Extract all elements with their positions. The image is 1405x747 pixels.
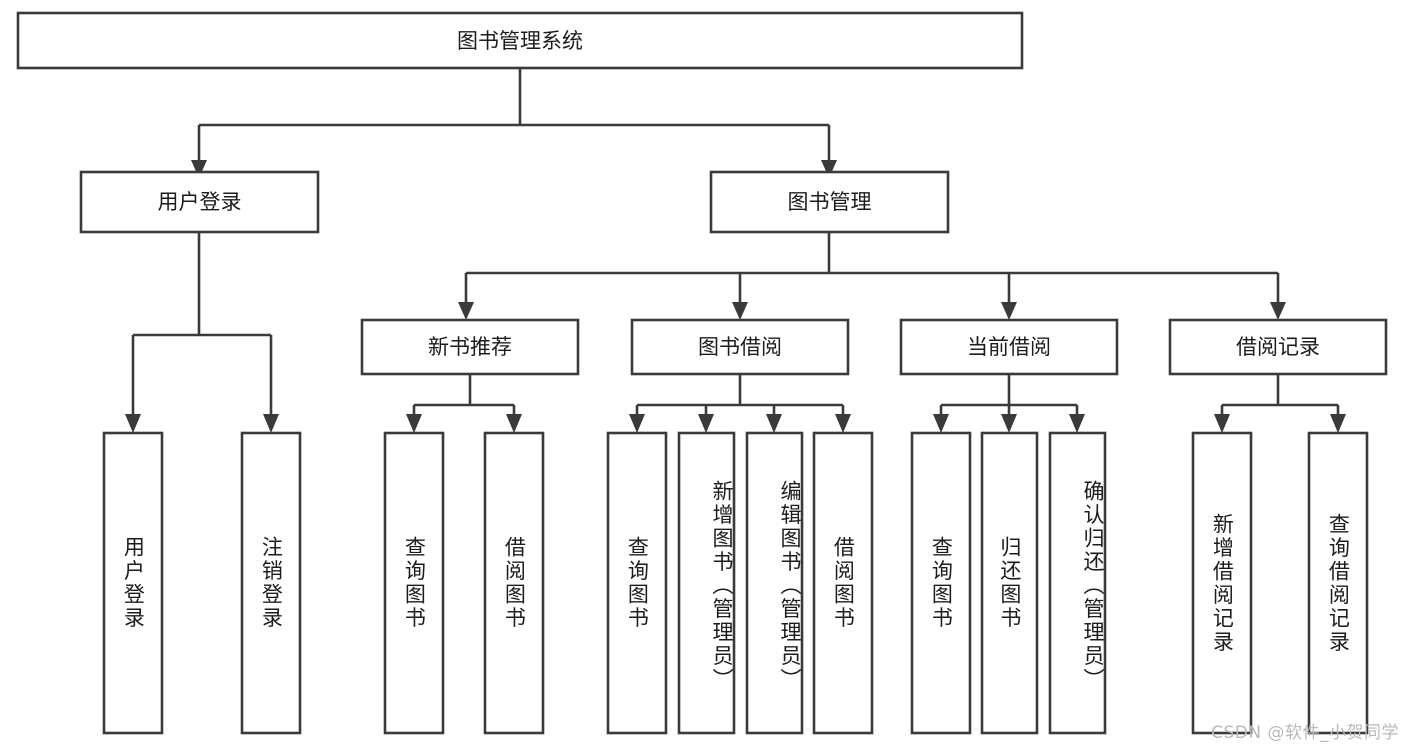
arrow-user-login-leaf-1 [125, 414, 141, 433]
node-leaf-box[interactable] [1191, 431, 1253, 735]
node-leaf-box[interactable] [980, 431, 1039, 735]
node-leaf-box[interactable] [812, 431, 874, 735]
node-user-login-box[interactable] [79, 170, 320, 234]
node-book-mgmt-label: 图书管理 [788, 190, 872, 214]
arrow-book-borrow-leaf-4 [835, 414, 851, 433]
node-book-mgmt-box[interactable] [709, 170, 950, 234]
arrow-book-borrow-leaf-2 [698, 414, 714, 433]
node-leaf-box[interactable] [483, 431, 545, 735]
csdn-watermark: CSDN @软件_小贺同学 [1211, 723, 1399, 743]
node-user-login-label: 用户登录 [158, 190, 242, 214]
arrow-current-borrow-leaf-2 [1001, 414, 1017, 433]
connector-layer [125, 68, 1346, 433]
arrow-current-borrow-leaf-3 [1069, 414, 1085, 433]
arrow-to-user-login [191, 160, 207, 178]
arrow-user-login-leaf-2 [263, 414, 279, 433]
node-leaf-box[interactable] [1307, 431, 1369, 735]
arrow-borrow-record-leaf-2 [1330, 414, 1346, 433]
arrow-to-new-book [458, 302, 474, 320]
node-root-label: 图书管理系统 [457, 29, 583, 53]
node-leaf-box[interactable] [383, 431, 445, 735]
arrow-to-book-borrow [732, 302, 748, 320]
node-borrow-record-box[interactable] [1168, 318, 1388, 376]
node-layer: 图书管理系统 用户登录 图书管理 新书推荐 图书借阅 当前借阅 借阅记录 [16, 11, 1388, 735]
arrow-book-borrow-leaf-1 [629, 414, 645, 433]
node-new-book-box[interactable] [360, 318, 580, 376]
arrow-new-book-leaf-1 [406, 414, 422, 433]
node-leaf-box[interactable] [240, 431, 302, 735]
node-leaf-box[interactable] [677, 431, 736, 735]
arrow-to-current-borrow [1001, 302, 1017, 320]
node-leaf-box[interactable] [1048, 431, 1107, 735]
node-leaf-box[interactable] [606, 431, 668, 735]
node-book-borrow-box[interactable] [630, 318, 850, 376]
arrow-new-book-leaf-2 [506, 414, 522, 433]
node-leaf-box[interactable] [745, 431, 804, 735]
node-leaf-box[interactable] [102, 431, 164, 735]
node-new-book-label: 新书推荐 [428, 335, 512, 359]
node-book-borrow-label: 图书借阅 [698, 335, 782, 359]
arrow-borrow-record-leaf-1 [1214, 414, 1230, 433]
node-root-box[interactable] [16, 11, 1024, 70]
node-current-borrow-box[interactable] [899, 318, 1119, 376]
arrow-to-borrow-record [1270, 302, 1286, 320]
node-borrow-record-label: 借阅记录 [1236, 335, 1320, 359]
arrow-to-book-mgmt [821, 160, 837, 178]
arrow-book-borrow-leaf-3 [766, 414, 782, 433]
arrow-current-borrow-leaf-1 [933, 414, 949, 433]
node-current-borrow-label: 当前借阅 [967, 335, 1051, 359]
node-leaf-box[interactable] [910, 431, 972, 735]
